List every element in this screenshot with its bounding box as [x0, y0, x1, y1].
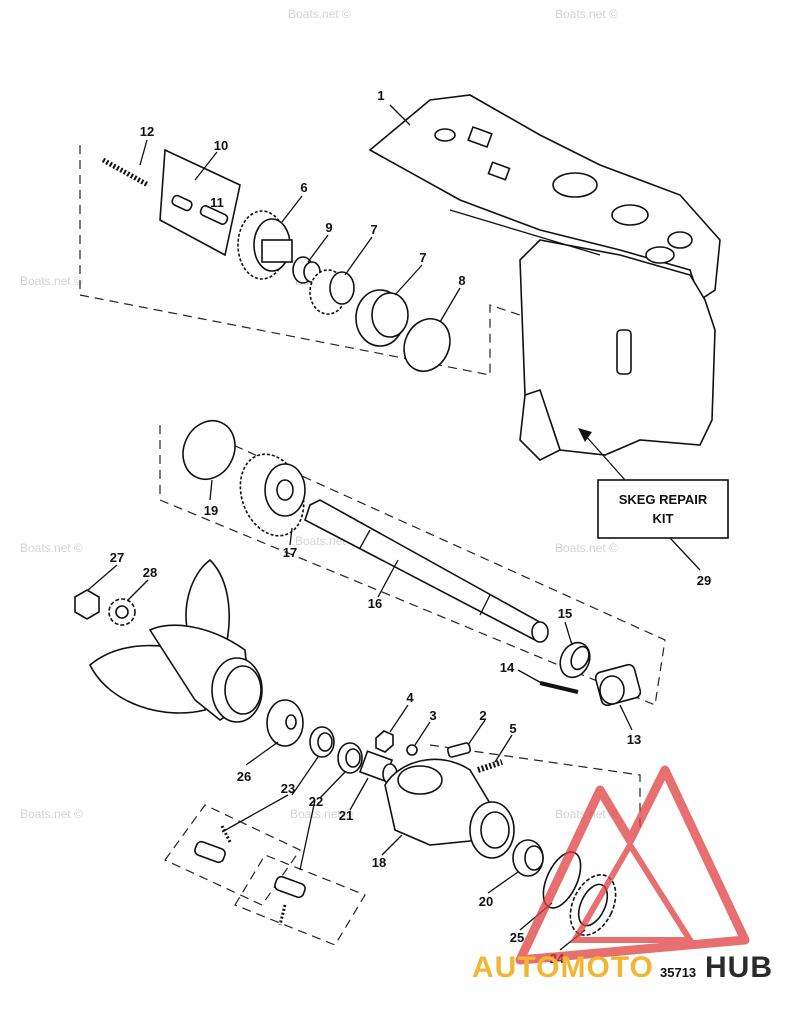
- shaft-group-outline: [159, 425, 666, 706]
- part-23-oil-seal: [309, 726, 335, 758]
- part-5-spring: [477, 759, 503, 773]
- callout-22: 22: [309, 794, 323, 809]
- part-18-bearing-carrier: [384, 758, 515, 859]
- watermark: Boats.net ©: [555, 7, 618, 21]
- part-7-bearing-cup: [355, 289, 409, 347]
- seal-detail-views: [164, 804, 366, 946]
- part-4-bearing: [375, 730, 394, 753]
- skeg-arrow-head: [578, 428, 592, 442]
- watermark: Boats.net ©: [555, 541, 618, 555]
- skeg-box-frame: [597, 479, 729, 539]
- callout-9: 9: [325, 220, 332, 235]
- callout-7-cup: 7: [419, 250, 426, 265]
- gear-housing: [368, 94, 721, 461]
- callout-16: 16: [368, 596, 382, 611]
- callout-25: 25: [510, 930, 524, 945]
- part-19-o-ring: [182, 420, 236, 480]
- upper-group-outline: [79, 145, 521, 376]
- brand-name-part1: AUTOMOTO: [472, 951, 654, 984]
- callout-20: 20: [479, 894, 493, 909]
- watermark: Boats.net ©: [20, 807, 83, 821]
- part-20-roller-bearing: [512, 839, 544, 877]
- automotohub-logo: AUTOMOTO HUB 35713: [472, 765, 773, 984]
- part-16-propeller-shaft: [304, 499, 549, 643]
- watermark: Boats.net ©: [20, 541, 83, 555]
- callout-3: 3: [429, 708, 436, 723]
- part-17-forward-gear: [239, 453, 306, 537]
- callout-21: 21: [339, 808, 353, 823]
- callout-7-cone: 7: [370, 222, 377, 237]
- part-6-pinion-gear: [237, 210, 293, 280]
- callout-10: 10: [214, 138, 228, 153]
- skeg-repair-kit-box: SKEG REPAIR KIT: [578, 428, 729, 539]
- callout-2: 2: [479, 708, 486, 723]
- part-27-nut: [74, 589, 100, 620]
- callout-28: 28: [143, 565, 157, 580]
- watermark: Boats.net ©: [288, 7, 351, 21]
- part-28-tab-washer: [108, 598, 136, 626]
- callout-8: 8: [458, 273, 465, 288]
- callout-15: 15: [558, 606, 572, 621]
- part-15-bearing: [559, 641, 591, 679]
- propeller: [89, 558, 263, 723]
- part-26-thrust-washer: [266, 699, 304, 747]
- part-3-o-ring: [406, 744, 418, 756]
- brand-name-part2: HUB: [705, 951, 773, 984]
- callout-27: 27: [110, 550, 124, 565]
- callout-12: 12: [140, 124, 154, 139]
- part-10-plate: [159, 148, 241, 257]
- callout-26: 26: [237, 769, 251, 784]
- skeg-box-line2: KIT: [653, 511, 674, 526]
- logo-triangle-icon: [515, 765, 750, 965]
- part-8-o-ring: [403, 318, 451, 372]
- parts: [74, 148, 642, 946]
- part-13-clutch: [594, 663, 642, 707]
- watermark: Boats.net ©: [20, 274, 83, 288]
- callout-1: 1: [377, 88, 384, 103]
- callout-18: 18: [372, 855, 386, 870]
- callout-6: 6: [300, 180, 307, 195]
- callout-11: 11: [210, 195, 224, 210]
- callout-29: 29: [697, 573, 711, 588]
- callout-14: 14: [500, 660, 515, 675]
- callout-17: 17: [283, 545, 297, 560]
- callout-4: 4: [406, 690, 414, 705]
- callout-19: 19: [204, 503, 218, 518]
- watermark: Boats.net ©: [290, 807, 353, 821]
- skeg-box-line1: SKEG REPAIR: [619, 492, 708, 507]
- skeg-arrow: [584, 434, 626, 481]
- part-7-tapered-bearing: [309, 269, 355, 315]
- callout-5: 5: [509, 721, 516, 736]
- part-12-stud: [101, 157, 150, 188]
- figure-number: 35713: [660, 965, 696, 980]
- callout-13: 13: [627, 732, 641, 747]
- part-14-pin: [539, 681, 579, 694]
- callout-23: 23: [281, 781, 295, 796]
- part-22-oil-seal: [337, 742, 363, 774]
- part-2-pin: [446, 742, 472, 758]
